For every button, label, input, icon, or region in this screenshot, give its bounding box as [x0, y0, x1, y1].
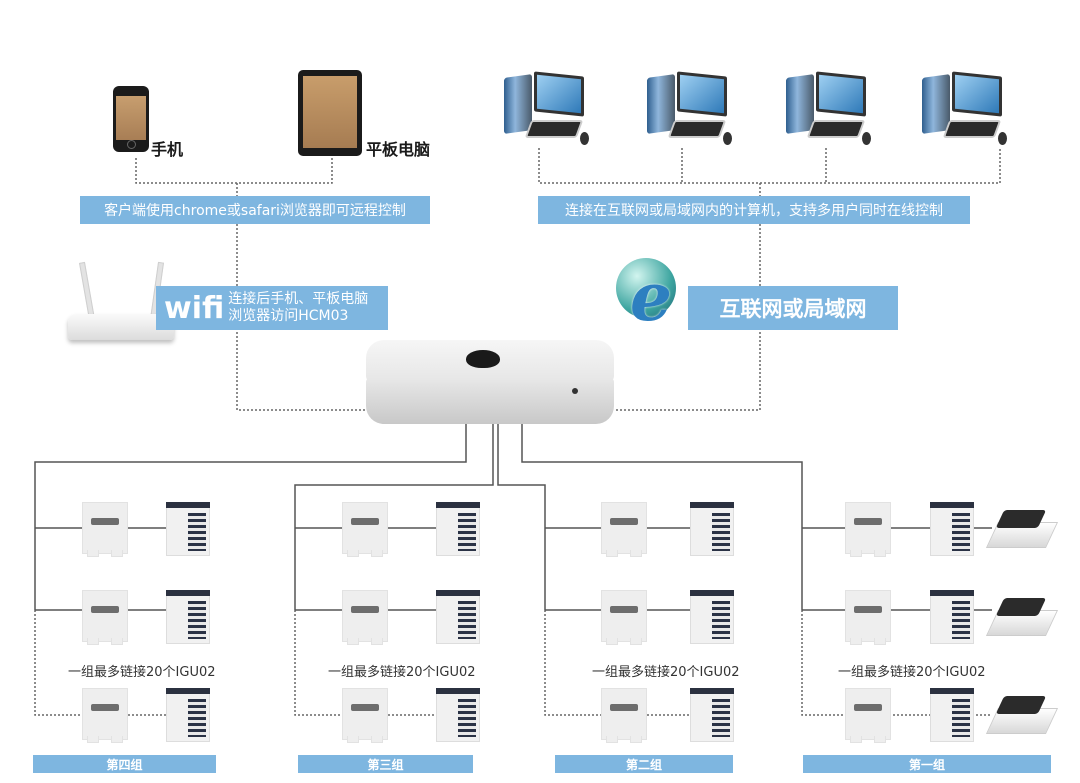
- wifi-line-1: 连接后手机、平板电脑: [228, 291, 369, 307]
- outdoor-ac-unit-icon: [690, 688, 734, 742]
- igu02-controller-icon: [342, 688, 388, 743]
- igu02-controller-icon: [82, 688, 128, 743]
- internet-explorer-globe-icon: e: [612, 258, 692, 336]
- group-capacity-note: 一组最多链接20个IGU02: [592, 665, 740, 680]
- igu02-controller-icon: [82, 590, 128, 645]
- outdoor-ac-unit-icon: [166, 590, 210, 644]
- igu02-controller-icon: [845, 590, 891, 645]
- cassette-ac-indoor-unit-icon: [985, 510, 1059, 550]
- group-capacity-note: 一组最多链接20个IGU02: [68, 665, 216, 680]
- group-label: 第一组: [803, 755, 1051, 773]
- outdoor-ac-unit-icon: [930, 688, 974, 742]
- wifi-line-2: 浏览器访问HCM03: [228, 308, 349, 324]
- computer-icon: [643, 68, 735, 150]
- phone-icon: [113, 86, 149, 152]
- group-capacity-note: 一组最多链接20个IGU02: [838, 665, 986, 680]
- cassette-ac-indoor-unit-icon: [985, 598, 1059, 638]
- computer-caption: 连接在互联网或局域网内的计算机，支持多用户同时在线控制: [538, 196, 970, 224]
- igu02-controller-icon: [342, 590, 388, 645]
- outdoor-ac-unit-icon: [930, 502, 974, 556]
- igu02-controller-icon: [601, 502, 647, 557]
- igu02-controller-icon: [342, 502, 388, 557]
- cassette-ac-indoor-unit-icon: [985, 696, 1059, 736]
- outdoor-ac-unit-icon: [166, 502, 210, 556]
- outdoor-ac-unit-icon: [436, 502, 480, 556]
- client-caption: 客户端使用chrome或safari浏览器即可远程控制: [80, 196, 430, 224]
- group-capacity-note: 一组最多链接20个IGU02: [328, 665, 476, 680]
- tablet-icon: [298, 70, 362, 156]
- igu02-controller-icon: [601, 688, 647, 743]
- apple-logo-icon: [466, 350, 500, 368]
- network-caption: 互联网或局域网: [688, 286, 898, 330]
- igu02-controller-icon: [601, 590, 647, 645]
- tablet-label: 平板电脑: [366, 140, 431, 159]
- outdoor-ac-unit-icon: [166, 688, 210, 742]
- outdoor-ac-unit-icon: [436, 590, 480, 644]
- phone-label: 手机: [151, 140, 184, 159]
- group-solid-links: [34, 424, 992, 611]
- computer-icon: [500, 68, 592, 150]
- wifi-caption: wifi 连接后手机、平板电脑 浏览器访问HCM03: [156, 286, 388, 330]
- computer-icon: [782, 68, 874, 150]
- outdoor-ac-unit-icon: [930, 590, 974, 644]
- outdoor-ac-unit-icon: [690, 590, 734, 644]
- group-label: 第三组: [298, 755, 473, 773]
- igu02-controller-icon: [845, 688, 891, 743]
- wifi-badge: wifi: [164, 290, 225, 326]
- outdoor-ac-unit-icon: [436, 688, 480, 742]
- hcm03-hub-device: [366, 340, 614, 424]
- group-label: 第二组: [555, 755, 733, 773]
- computer-icon: [918, 68, 1010, 150]
- igu02-controller-icon: [82, 502, 128, 557]
- igu02-controller-icon: [845, 502, 891, 557]
- outdoor-ac-unit-icon: [690, 502, 734, 556]
- group-label: 第四组: [33, 755, 216, 773]
